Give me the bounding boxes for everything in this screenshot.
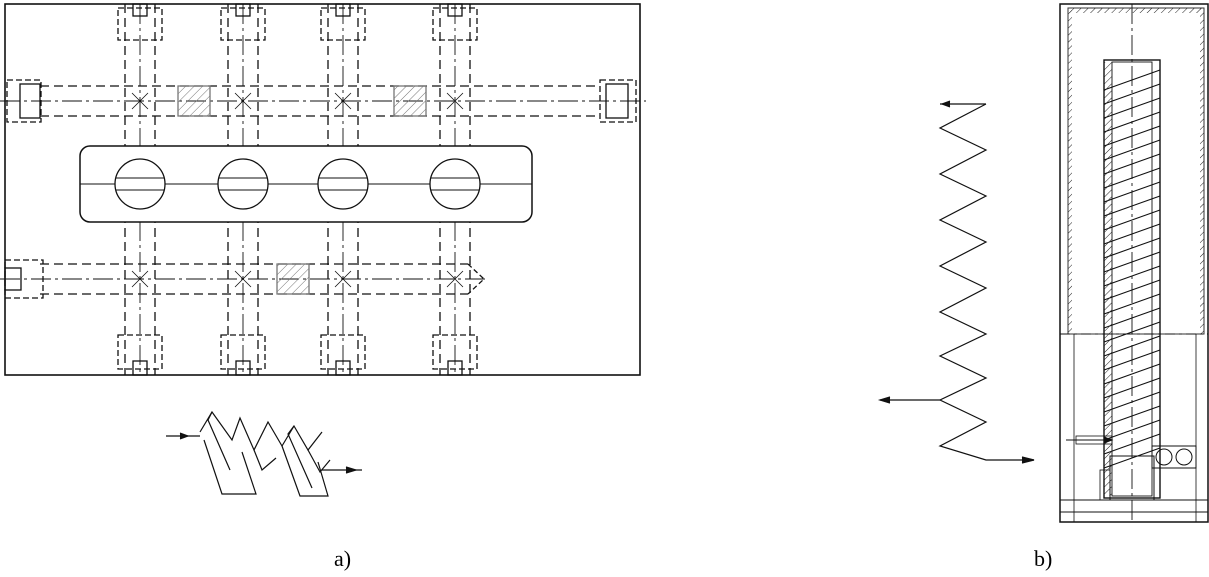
- housing-hatched-lining: [1067, 7, 1205, 335]
- baffle-plug-2: [393, 85, 427, 117]
- panel-a-drawing: [0, 3, 646, 497]
- lower-horizontal-channel: [40, 263, 468, 295]
- top-plug-caps: [132, 3, 463, 17]
- crossing-marks: [131, 92, 464, 288]
- zigzag-path: [938, 103, 1034, 461]
- spiral-flow-diagram: [877, 100, 1035, 464]
- bottom-plugs: [117, 334, 478, 370]
- lower-channel-drill-tip: [467, 263, 485, 295]
- panel-label-a: a): [334, 546, 352, 571]
- left-inlet-fitting: [6, 79, 42, 123]
- upper-horizontal-channel: [40, 85, 600, 117]
- lower-inlet-fitting: [4, 259, 44, 299]
- panel-label-b: b): [1034, 546, 1053, 571]
- spiral-hatching: [1104, 62, 1112, 496]
- core-housing: [1059, 3, 1209, 523]
- core-base: [1060, 435, 1208, 513]
- flow-path-diagram-a: [166, 410, 362, 497]
- baffle-plug-1: [177, 85, 211, 117]
- right-outlet-fitting: [599, 79, 637, 123]
- baffle-plug-3: [276, 263, 310, 295]
- spiral-flights: [1103, 69, 1161, 469]
- panel-b-drawing: [877, 3, 1209, 523]
- top-plugs: [117, 7, 478, 41]
- bottom-plug-caps: [132, 360, 463, 376]
- cavity-slots: [116, 177, 479, 191]
- cavities: [114, 158, 481, 210]
- mold-plate-outline: [4, 3, 641, 376]
